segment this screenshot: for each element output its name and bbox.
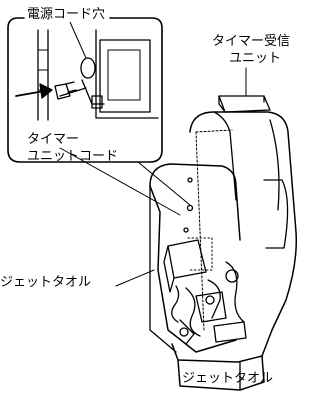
timer-cord-label-line2: ユニットコード [27, 149, 119, 164]
timer-cord-label-line1: タイマー [27, 132, 80, 147]
timer-receiver-label-line1: タイマー受信 [212, 34, 291, 49]
timer-receiver-unit [218, 67, 271, 113]
power-cord-hole-label: 電源コード穴 [27, 7, 106, 22]
jet-towel-caption: ジェットタオル [182, 371, 274, 386]
jet-towel-label: ジェットタオル [0, 275, 92, 290]
jet-towel-body [149, 111, 298, 391]
inset-detail [7, 17, 163, 163]
timer-receiver-label-line2: ユニット [229, 51, 282, 66]
jet-towel-leader [115, 269, 155, 287]
cord-leader [59, 147, 181, 216]
